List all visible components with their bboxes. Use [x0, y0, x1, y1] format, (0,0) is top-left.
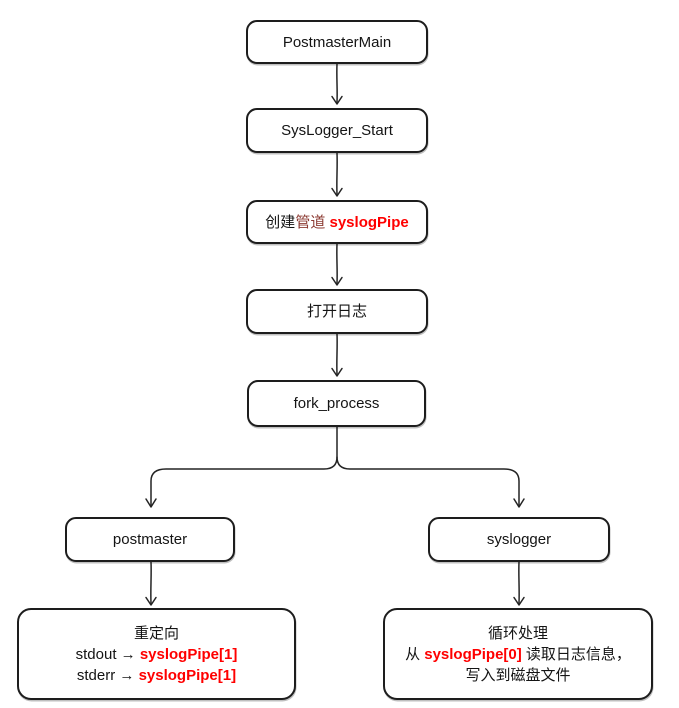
node-postmaster-main-label: PostmasterMain: [282, 33, 392, 51]
node-loop-process-read: 从 syslogPipe[0] 读取日志信息，: [405, 645, 631, 663]
node-postmaster-label: postmaster: [112, 531, 188, 548]
node-loop-process: 循环处理 从 syslogPipe[0] 读取日志信息， 写入到磁盘文件: [383, 608, 653, 700]
node-syslogger-start: SysLogger_Start: [246, 108, 428, 153]
node-loop-process-write: 写入到磁盘文件: [465, 666, 571, 684]
node-open-log-label: 打开日志: [306, 303, 367, 320]
arrow-openlog-to-forkprocess: [331, 333, 343, 377]
arrow-sysloggerstart-to-createpipe: [331, 152, 343, 197]
node-postmaster: postmaster: [65, 517, 235, 562]
node-fork-process: fork_process: [247, 380, 426, 427]
arrow-forkprocess-to-postmaster: [145, 426, 338, 508]
node-redirect: 重定向 stdout → syslogPipe[1] stderr → sysl…: [17, 608, 296, 700]
node-syslogger: syslogger: [428, 517, 610, 562]
node-loop-process-title: 循环处理: [487, 624, 548, 642]
arrow-postmaster-to-redirect: [145, 561, 157, 606]
node-syslogger-label: syslogger: [486, 531, 552, 548]
arrow-postmastermain-to-sysloggerstart: [331, 63, 343, 105]
node-fork-process-label: fork_process: [293, 395, 380, 412]
arrow-createpipe-to-openlog: [331, 243, 343, 286]
arrow-forkprocess-to-syslogger: [336, 456, 525, 508]
node-redirect-title: 重定向: [133, 624, 179, 642]
node-redirect-stderr: stderr → syslogPipe[1]: [76, 666, 237, 684]
node-open-log: 打开日志: [246, 289, 428, 334]
node-postmaster-main: PostmasterMain: [246, 20, 428, 64]
node-create-pipe: 创建管道 syslogPipe: [246, 200, 428, 244]
node-redirect-stdout: stdout → syslogPipe[1]: [75, 645, 238, 663]
node-syslogger-start-label: SysLogger_Start: [281, 122, 393, 139]
node-create-pipe-label: 创建管道 syslogPipe: [265, 213, 409, 231]
arrow-syslogger-to-loopprocess: [513, 561, 525, 606]
